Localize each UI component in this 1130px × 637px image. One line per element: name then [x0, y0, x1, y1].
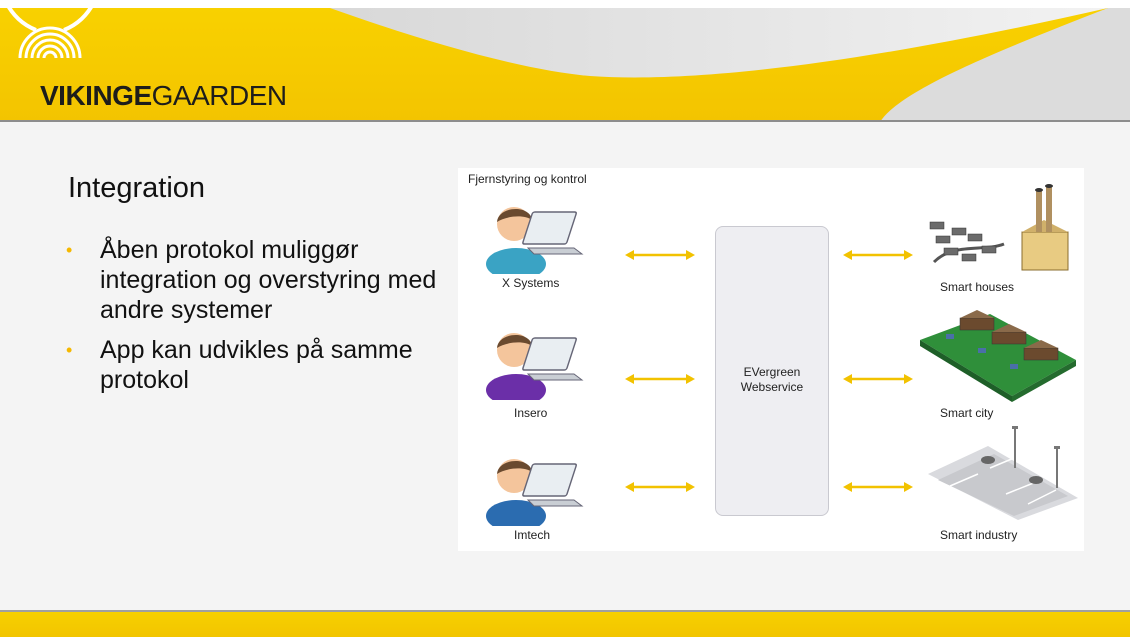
client-label: Imtech [514, 528, 551, 542]
bidirectional-arrow-icon [843, 374, 913, 384]
bullet-list: •Åben protokol muliggør integration og o… [66, 235, 446, 405]
smart-city-houses-icon [920, 310, 1076, 402]
bidirectional-arrow-icon [843, 250, 913, 260]
bidirectional-arrow-icon [625, 374, 695, 384]
target-label: Smart city [940, 406, 994, 420]
bullet-dot-icon: • [66, 240, 73, 260]
diagram-caption: Fjernstyring og kontrol [468, 172, 587, 186]
smart-houses-factory-icon [929, 184, 1069, 271]
bidirectional-arrow-icon [625, 250, 695, 260]
webservice-box: EVergreen Webservice [715, 226, 829, 516]
person-laptop-icon [486, 333, 584, 400]
header-banner: VIKINGEGAARDEN [0, 0, 1130, 122]
header-swoosh [0, 0, 1130, 122]
bullet-item: •App kan udvikles på samme protokol [66, 336, 413, 394]
person-laptop-icon [486, 459, 584, 526]
person-laptop-icon [486, 207, 584, 274]
bullet-dot-icon: • [66, 340, 73, 360]
client-label: X Systems [502, 276, 560, 290]
bidirectional-arrow-icon [843, 482, 913, 492]
smart-industry-road-icon [928, 426, 1078, 520]
bidirectional-arrow-icon [625, 482, 695, 492]
footer-divider [0, 610, 1130, 612]
viking-helmet-logo-icon [4, 1, 96, 59]
brand-logo-text: VIKINGEGAARDEN [40, 80, 287, 111]
webservice-label: EVergreen Webservice [740, 365, 804, 394]
target-label: Smart houses [940, 280, 1015, 294]
client-label: Insero [514, 406, 548, 420]
integration-diagram: Fjernstyring og kontrol X Systems Insero [458, 168, 1084, 551]
slide-title: Integration [68, 172, 206, 204]
target-label: Smart industry [940, 528, 1018, 542]
bullet-item: •Åben protokol muliggør integration og o… [66, 236, 437, 324]
footer-bar [0, 612, 1130, 637]
